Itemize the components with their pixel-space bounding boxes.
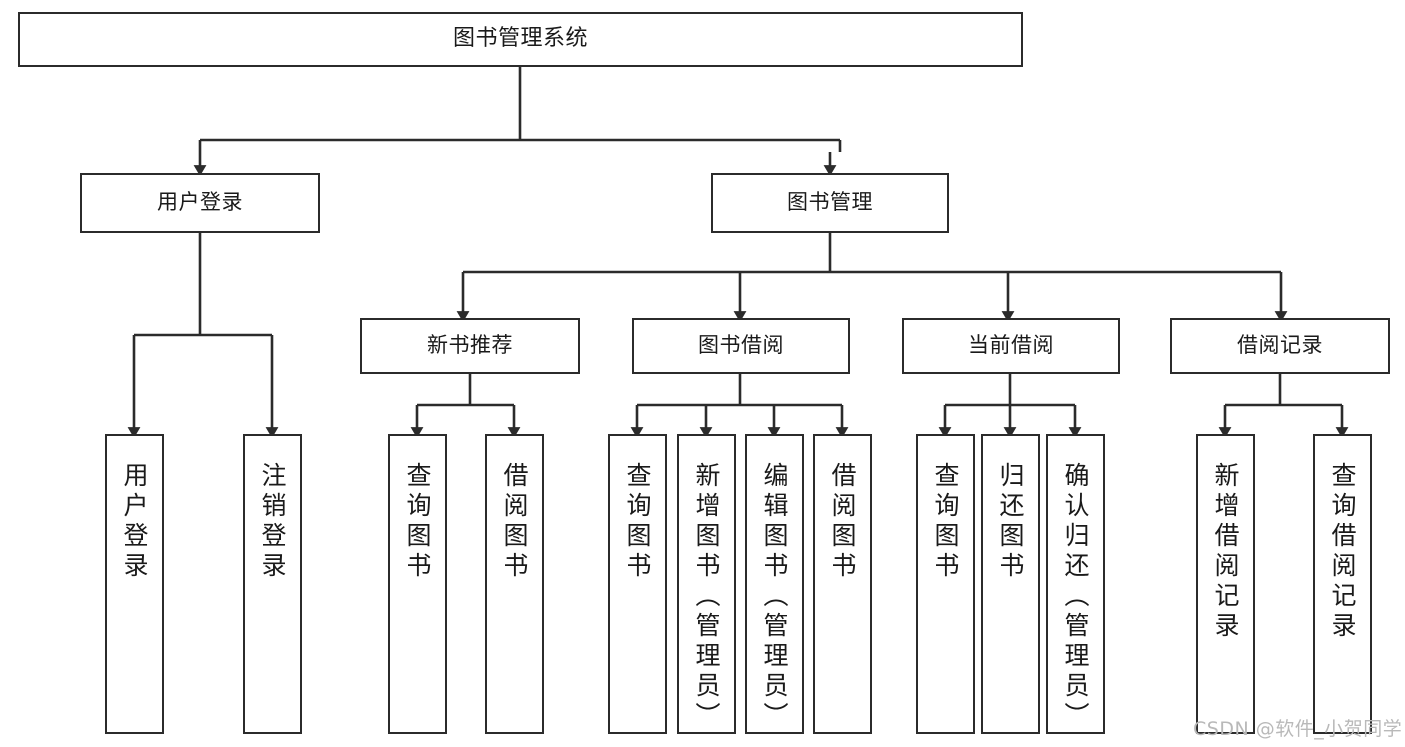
node-new-book-recommend[interactable]: 新书推荐 (360, 318, 580, 374)
leaf-edit-book[interactable]: 编辑图书（管理员） (745, 434, 804, 734)
leaf-query-book-1[interactable]: 查询图书 (388, 434, 447, 734)
node-borrow-record-label: 借阅记录 (1237, 333, 1323, 358)
leaf-query-book-2[interactable]: 查询图书 (608, 434, 667, 734)
leaf-add-record-label: 新增借阅记录 (1211, 462, 1240, 642)
leaf-query-record-label: 查询借阅记录 (1328, 462, 1357, 642)
leaf-query-record[interactable]: 查询借阅记录 (1313, 434, 1372, 734)
leaf-user-login[interactable]: 用户登录 (105, 434, 164, 734)
leaf-user-logout[interactable]: 注销登录 (243, 434, 302, 734)
node-book-borrow-label: 图书借阅 (698, 333, 784, 358)
leaf-borrow-book-2[interactable]: 借阅图书 (813, 434, 872, 734)
leaf-borrow-book-1-label: 借阅图书 (500, 462, 529, 582)
leaf-add-book[interactable]: 新增图书（管理员） (677, 434, 736, 734)
leaf-return-book[interactable]: 归还图书 (981, 434, 1040, 734)
leaf-return-book-label: 归还图书 (996, 462, 1025, 582)
node-borrow-record[interactable]: 借阅记录 (1170, 318, 1390, 374)
node-book-manage[interactable]: 图书管理 (711, 173, 949, 233)
leaf-query-book-3-label: 查询图书 (931, 462, 960, 582)
leaf-confirm-return-label: 确认归还（管理员） (1061, 462, 1090, 732)
node-root-label: 图书管理系统 (452, 26, 588, 52)
leaf-borrow-book-1[interactable]: 借阅图书 (485, 434, 544, 734)
node-book-borrow[interactable]: 图书借阅 (632, 318, 850, 374)
node-root[interactable]: 图书管理系统 (18, 12, 1023, 67)
leaf-confirm-return[interactable]: 确认归还（管理员） (1046, 434, 1105, 734)
leaf-add-book-label: 新增图书（管理员） (692, 462, 721, 732)
leaf-user-logout-label: 注销登录 (258, 462, 287, 582)
node-current-borrow-label: 当前借阅 (968, 333, 1054, 358)
leaf-query-book-3[interactable]: 查询图书 (916, 434, 975, 734)
node-new-book-recommend-label: 新书推荐 (427, 333, 513, 358)
node-user-login[interactable]: 用户登录 (80, 173, 320, 233)
node-user-login-label: 用户登录 (157, 190, 243, 215)
node-current-borrow[interactable]: 当前借阅 (902, 318, 1120, 374)
leaf-user-login-label: 用户登录 (120, 462, 149, 582)
leaf-borrow-book-2-label: 借阅图书 (828, 462, 857, 582)
leaf-query-book-1-label: 查询图书 (403, 462, 432, 582)
csdn-watermark: CSDN @软件_小贺同学 (1193, 718, 1403, 740)
leaf-query-book-2-label: 查询图书 (623, 462, 652, 582)
node-book-manage-label: 图书管理 (787, 190, 873, 215)
leaf-add-record[interactable]: 新增借阅记录 (1196, 434, 1255, 734)
leaf-edit-book-label: 编辑图书（管理员） (760, 462, 789, 732)
